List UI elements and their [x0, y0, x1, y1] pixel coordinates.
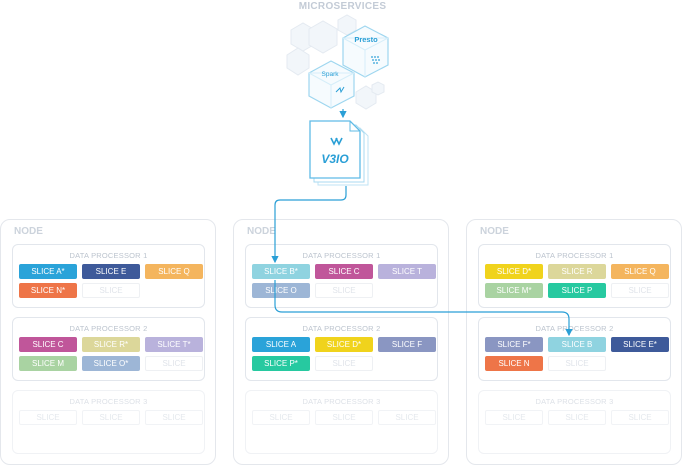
v3io-storage-icon: V3IO [309, 120, 369, 186]
data-processor-label: DATA PROCESSOR 2 [535, 324, 614, 333]
empty-slice: SLICE [315, 356, 373, 371]
empty-slice: SLICE [485, 410, 543, 425]
slice-n-replica: SLICE N* [19, 283, 77, 298]
slice-grid: SLICE SLICE SLICE [13, 406, 204, 431]
slice-c: SLICE C [19, 337, 77, 352]
slice-m-replica: SLICE M* [485, 283, 543, 298]
data-processor-label: DATA PROCESSOR 2 [69, 324, 148, 333]
node-label: NODE [14, 226, 43, 237]
spark-label: Spark [322, 71, 340, 78]
data-processor-3: DATA PROCESSOR 3 SLICE SLICE SLICE [12, 390, 205, 454]
slice-grid: SLICE C SLICE R* SLICE T* SLICE M SLICE O* SL… [13, 333, 204, 377]
empty-slice: SLICE [145, 356, 203, 371]
data-processor-label: DATA PROCESSOR 2 [302, 324, 381, 333]
slice-t-replica: SLICE T* [145, 337, 203, 352]
slice-e-replica: SLICE E* [611, 337, 669, 352]
empty-slice: SLICE [145, 410, 203, 425]
slice-a: SLICE A [252, 337, 310, 352]
slice-b-replica: SLICE B* [252, 264, 310, 279]
slice-d-replica: SLICE D* [485, 264, 543, 279]
slice-grid: SLICE A* SLICE E SLICE Q SLICE N* SLICE [13, 260, 204, 304]
empty-slice: SLICE [548, 410, 606, 425]
data-processor-label: DATA PROCESSOR 1 [302, 251, 381, 260]
slice-t: SLICE T [378, 264, 436, 279]
data-processor-label: DATA PROCESSOR 3 [69, 397, 148, 406]
data-processor-label: DATA PROCESSOR 1 [535, 251, 614, 260]
slice-grid: SLICE SLICE SLICE [246, 406, 437, 431]
slice-p: SLICE P [548, 283, 606, 298]
faint-cube-icon [286, 14, 385, 110]
microservices-diagram: Presto Spark V3IO [286, 14, 389, 186]
slice-a-replica: SLICE A* [19, 264, 77, 279]
empty-slice: SLICE [315, 410, 373, 425]
slice-grid: SLICE B* SLICE C SLICE T SLICE O SLICE [246, 260, 437, 304]
slice-r-replica: SLICE R* [82, 337, 140, 352]
slice-c: SLICE C [315, 264, 373, 279]
empty-slice: SLICE [82, 410, 140, 425]
data-processor-3: DATA PROCESSOR 3 SLICE SLICE SLICE [478, 390, 671, 454]
data-processor-label: DATA PROCESSOR 3 [302, 397, 381, 406]
slice-b: SLICE B [548, 337, 606, 352]
microservices-title: MICROSERVICES [298, 1, 387, 12]
slice-f-replica: SLICE F* [485, 337, 543, 352]
empty-slice: SLICE [82, 283, 140, 298]
slice-o: SLICE O [252, 283, 310, 298]
slice-r: SLICE R [548, 264, 606, 279]
empty-slice: SLICE [252, 410, 310, 425]
slice-d-replica: SLICE D* [315, 337, 373, 352]
empty-slice: SLICE [611, 283, 669, 298]
presto-icon: Presto [342, 25, 389, 78]
data-processor-3: DATA PROCESSOR 3 SLICE SLICE SLICE [245, 390, 438, 454]
slice-grid: SLICE A SLICE D* SLICE F SLICE P* SLICE [246, 333, 437, 377]
empty-slice: SLICE [19, 410, 77, 425]
data-processor-label: DATA PROCESSOR 3 [535, 397, 614, 406]
empty-slice: SLICE [611, 410, 669, 425]
node-label: NODE [247, 226, 276, 237]
empty-slice: SLICE [315, 283, 373, 298]
slice-q: SLICE Q [611, 264, 669, 279]
spark-icon: Spark [308, 60, 355, 109]
slice-grid: SLICE D* SLICE R SLICE Q SLICE M* SLICE P SLI… [479, 260, 670, 304]
slice-q: SLICE Q [145, 264, 203, 279]
node-label: NODE [480, 226, 509, 237]
data-processor-2: DATA PROCESSOR 2 SLICE C SLICE R* SLICE T*… [12, 317, 205, 381]
slice-o-replica: SLICE O* [82, 356, 140, 371]
presto-label: Presto [354, 35, 378, 44]
slice-n: SLICE N [485, 356, 543, 371]
slice-m: SLICE M [19, 356, 77, 371]
slice-grid: SLICE F* SLICE B SLICE E* SLICE N SLICE [479, 333, 670, 377]
slice-e: SLICE E [82, 264, 140, 279]
slice-f: SLICE F [378, 337, 436, 352]
slice-p-replica: SLICE P* [252, 356, 310, 371]
empty-slice: SLICE [548, 356, 606, 371]
data-processor-label: DATA PROCESSOR 1 [69, 251, 148, 260]
data-processor-2: DATA PROCESSOR 2 SLICE F* SLICE B SLICE E*… [478, 317, 671, 381]
v3io-label: V3IO [321, 152, 349, 166]
empty-slice: SLICE [378, 410, 436, 425]
slice-grid: SLICE SLICE SLICE [479, 406, 670, 431]
